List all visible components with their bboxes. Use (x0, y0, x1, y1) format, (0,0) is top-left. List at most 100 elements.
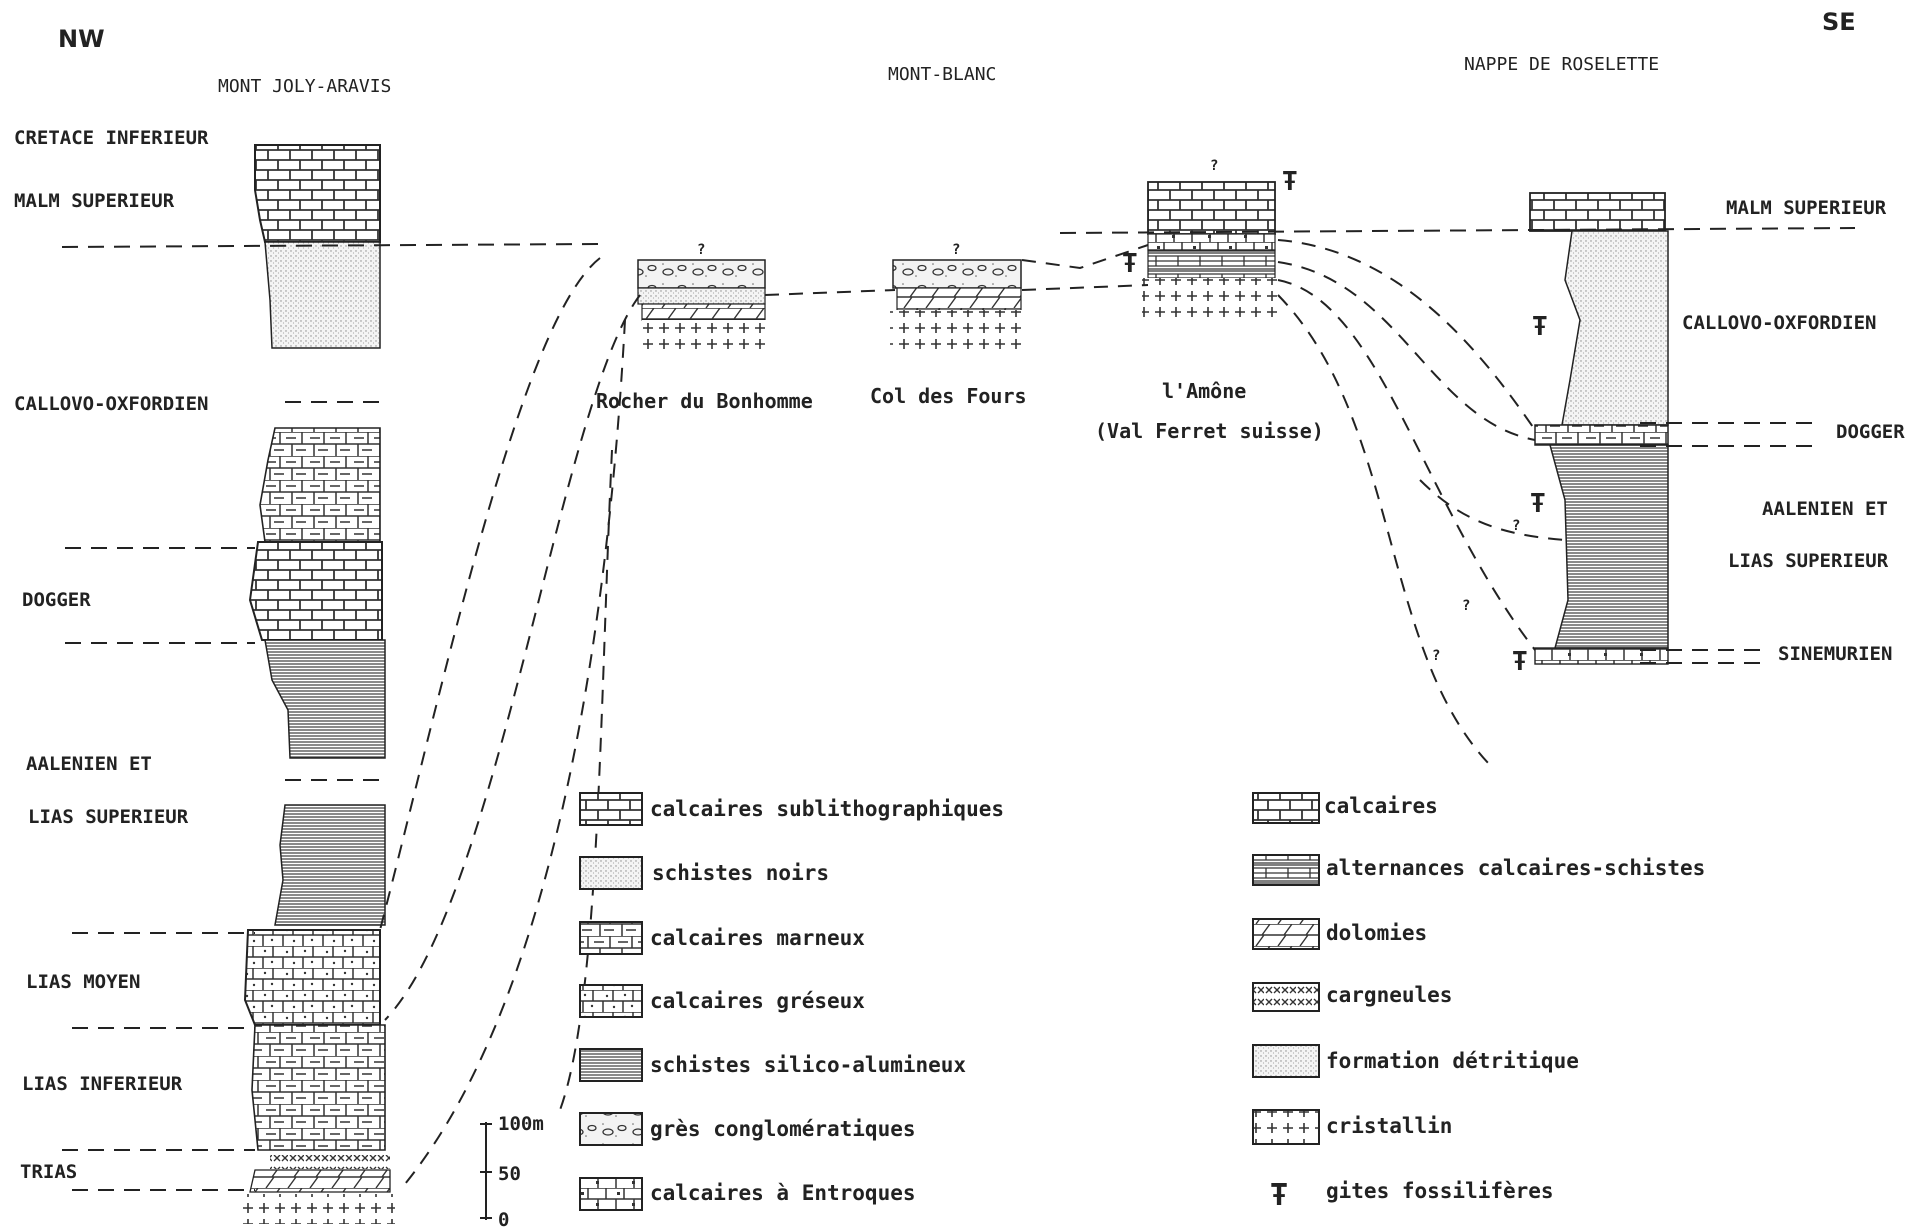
locality-val-ferret: (Val Ferret suisse) (1095, 419, 1324, 443)
column-amone: ? Ŧ Ŧ (1122, 158, 1298, 320)
site-label-right: NAPPE DE ROSELETTE (1464, 54, 1659, 75)
legend-label-3: calcaires marneux (650, 926, 865, 950)
rocher-crystalline (642, 320, 770, 355)
legend-fossil-symbol: Ŧ (1270, 1178, 1288, 1213)
right-column-malm-brick (1530, 193, 1665, 231)
scale-label-0: 0 (498, 1209, 509, 1229)
legend: calcaires sublithographiques schistes no… (580, 793, 1705, 1213)
legend-swatch-formation-detritique (1253, 1045, 1319, 1077)
legend-swatch-schistes-noirs (580, 857, 642, 889)
legend-swatch-cristallin (1253, 1110, 1319, 1144)
locality-col-des-fours: Col des Fours (870, 384, 1027, 408)
legend-swatch-dolomies (1253, 919, 1319, 949)
right-stage-labels: MALM SUPERIEUR CALLOVO-OXFORDIEN DOGGER … (1682, 197, 1905, 665)
direction-se: SE (1822, 8, 1856, 36)
right-column-callovo-stipple (1562, 231, 1668, 425)
legend-swatch-calcaires-greseux (580, 985, 642, 1017)
legend-label-8: calcaires (1324, 794, 1438, 818)
legend-swatch-schistes-silico-alumineux (580, 1049, 642, 1081)
left-stage-labels: CRETACE INFERIEUR MALM SUPERIEUR CALLOVO… (14, 127, 209, 1183)
site-label-left: MONT JOLY-ARAVIS (218, 76, 391, 97)
legend-label-1: calcaires sublithographiques (650, 797, 1004, 821)
left-label-lias-inferieur: LIAS INFERIEUR (22, 1073, 183, 1095)
right-column-aalenien-shale (1550, 445, 1668, 648)
legend-swatch-calcaires-sublithographiques (580, 793, 642, 825)
correlation-curve-outer (380, 258, 600, 930)
right-label-dogger: DOGGER (1836, 421, 1905, 443)
legend-label-9: alternances calcaires-schistes (1326, 856, 1705, 880)
left-label-lias-superieur: LIAS SUPERIEUR (28, 806, 189, 828)
left-label-cretace-inferieur: CRETACE INFERIEUR (14, 127, 209, 149)
right-label-callovo-oxfordien: CALLOVO-OXFORDIEN (1682, 312, 1876, 334)
left-column-aalenien-shale (265, 640, 385, 758)
legend-label-6: grès conglomératiques (650, 1117, 916, 1141)
col-question-mark: ? (952, 242, 960, 258)
left-column-trias-cargneule (270, 1155, 390, 1169)
correlation-curve-amone-dogger (1278, 240, 1535, 430)
legend-label-5: schistes silico-alumineux (650, 1053, 966, 1077)
amone-fossil-marker-top: Ŧ (1282, 167, 1298, 197)
left-column-callovo-stipple (265, 242, 380, 348)
scale-bar: 100m 50 0 (480, 1113, 544, 1229)
legend-swatch-gres-conglomeratiques (580, 1113, 642, 1145)
right-label-lias-superieur: LIAS SUPERIEUR (1728, 550, 1889, 572)
rocher-dolomite-layer (642, 304, 765, 320)
legend-swatch-cargneules (1253, 983, 1319, 1011)
left-column-dogger-brick (250, 542, 382, 640)
amone-crinoid-layer (1148, 234, 1275, 250)
correlation-curve-col-amone (1022, 285, 1148, 290)
correlation-curve-bonhomme-col (765, 290, 895, 295)
left-label-callovo-oxfordien: CALLOVO-OXFORDIEN (14, 393, 208, 415)
legend-label-14: gites fossilifères (1326, 1179, 1554, 1203)
legend-swatch-alternances (1253, 855, 1319, 885)
correlation-curve-amone-sinemurien (1278, 280, 1535, 650)
left-column-lias-sup-shale (275, 805, 385, 925)
correlation-curve-amone-aalenien (1278, 262, 1535, 440)
right-label-sinemurien: SINEMURIEN (1778, 643, 1892, 665)
col-detrital-layer (893, 260, 1021, 288)
left-label-trias: TRIAS (20, 1161, 77, 1183)
legend-swatch-calcaires-a-entroques (580, 1178, 642, 1210)
left-column-lias-inf-marl (252, 1025, 385, 1150)
left-stratigraphic-column (240, 145, 395, 1224)
col-crystalline (890, 310, 1022, 352)
legend-swatch-calcaires (1253, 793, 1319, 823)
left-label-dogger: DOGGER (22, 589, 91, 611)
right-column-dogger-marl (1535, 425, 1668, 445)
left-column-malm-brick (255, 145, 380, 242)
site-label-center: MONT-BLANC (888, 64, 996, 85)
legend-label-13: cristallin (1326, 1114, 1452, 1138)
right-fossil-marker-aalenien: Ŧ (1530, 489, 1546, 519)
correlation-curve-amone-lower (1278, 295, 1490, 765)
legend-label-12: formation détritique (1326, 1049, 1579, 1073)
rocher-conglomerate-layer (638, 288, 765, 304)
right-question-mark-1: ? (1512, 518, 1520, 534)
col-dolomite-layer (897, 288, 1021, 310)
left-label-malm-superieur: MALM SUPERIEUR (14, 190, 175, 212)
amone-question-mark: ? (1210, 158, 1218, 174)
left-column-dogger-marl (260, 428, 380, 542)
legend-swatch-calcaires-marneux (580, 922, 642, 954)
right-stratigraphic-column: Ŧ Ŧ Ŧ (1512, 193, 1668, 677)
rocher-detrital-layer (638, 260, 765, 288)
right-label-aalenien-et: AALENIEN ET (1762, 498, 1888, 520)
right-fossil-marker-sinemurien: Ŧ (1512, 647, 1528, 677)
left-column-lias-moyen-block (245, 930, 380, 1025)
legend-label-2: schistes noirs (652, 861, 829, 885)
right-question-mark-2: ? (1462, 598, 1470, 614)
right-question-mark-3: ? (1432, 648, 1440, 664)
legend-label-4: calcaires gréseux (650, 989, 865, 1013)
amone-crystalline (1142, 278, 1282, 320)
left-column-trias-dolomite (250, 1170, 390, 1192)
left-label-lias-moyen: LIAS MOYEN (26, 971, 140, 993)
correlation-lines (380, 240, 1565, 1190)
rocher-question-mark: ? (697, 242, 705, 258)
direction-nw: NW (58, 25, 105, 53)
legend-label-7: calcaires à Entroques (650, 1181, 916, 1205)
right-fossil-marker-callovo: Ŧ (1532, 312, 1548, 342)
right-label-malm-superieur: MALM SUPERIEUR (1726, 197, 1887, 219)
locality-amone: l'Amône (1162, 379, 1246, 403)
column-rocher-du-bonhomme: ? (638, 242, 770, 355)
column-col-des-fours: ? (890, 242, 1022, 352)
